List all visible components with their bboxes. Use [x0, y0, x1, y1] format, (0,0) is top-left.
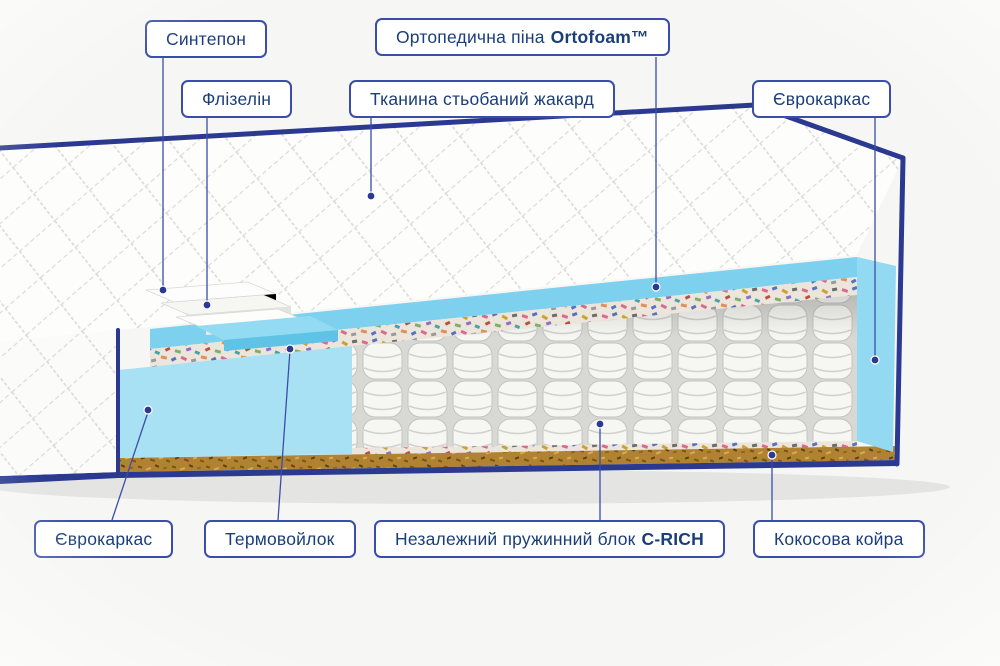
label-coir-text: Кокосова койра — [774, 528, 904, 549]
marker-dot-springs — [595, 419, 605, 429]
label-termovoilok-text: Термовойлок — [225, 528, 335, 549]
label-sintepon: Синтепон — [145, 20, 268, 58]
marker-dot-eurokarkas-bottom — [143, 405, 153, 415]
label-springs-brand: C-RICH — [641, 528, 704, 549]
label-eurokarkas-top: Єврокаркас — [752, 80, 892, 118]
layer-eurokarkas-right-face — [857, 257, 896, 452]
marker-dot-termovoilok — [285, 344, 295, 354]
label-coir: Кокосова койра — [753, 520, 925, 558]
label-termovoilok: Термовойлок — [204, 520, 356, 558]
label-flizelin: Флізелін — [181, 80, 293, 118]
label-jacquard: Тканина стьобаний жакард — [349, 80, 615, 118]
marker-dot-ortofoam — [651, 282, 661, 292]
outer-left-front-stitching — [0, 330, 118, 476]
marker-dot-flizelin — [202, 300, 212, 310]
label-eurokarkas-top-text: Єврокаркас — [773, 88, 871, 109]
marker-dot-sintepon — [158, 285, 168, 295]
label-springs-text: Незалежний пружинний блок — [395, 528, 636, 549]
label-ortofoam-brand: Ortofoam™ — [550, 26, 649, 47]
label-jacquard-text: Тканина стьобаний жакард — [370, 88, 594, 109]
marker-dot-eurokarkas-top — [870, 355, 880, 365]
label-flizelin-text: Флізелін — [202, 88, 272, 109]
marker-dot-coir — [767, 450, 777, 460]
label-ortofoam: Ортопедична піна Ortofoam™ — [375, 18, 670, 56]
label-eurokarkas-bottom: Єврокаркас — [34, 520, 174, 558]
label-ortofoam-text: Ортопедична піна — [396, 26, 545, 47]
marker-dot-jacquard — [366, 191, 376, 201]
label-eurokarkas-bottom-text: Єврокаркас — [55, 528, 153, 549]
label-sintepon-text: Синтепон — [166, 28, 247, 49]
label-springs: Незалежний пружинний блок C-RICH — [374, 520, 725, 558]
right-edge-piping — [894, 155, 906, 467]
